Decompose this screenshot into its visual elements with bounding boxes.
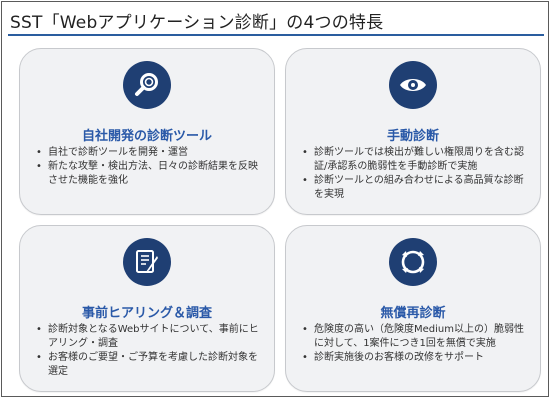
eye-icon xyxy=(389,61,437,109)
bullet-text: 新たな攻撃・検出方法、日々の診断結果を反映させた機能を強化 xyxy=(48,161,258,186)
feature-card-manual-testing: 手動診断 •診断ツールでは検出が難しい権限周りを含む認証/承認系の脆弱性を手動診… xyxy=(285,48,541,215)
refresh-cycle-icon xyxy=(389,238,437,286)
bullet-text: お客様のご要望・ご予算を考慮した診断対象を選定 xyxy=(48,352,258,377)
card-title: 手動診断 xyxy=(386,129,439,144)
card-title: 自社開発の診断ツール xyxy=(81,129,212,144)
bullet-text: 危険度の高い（危険度Medium以上の）脆弱性に対して、1案件につき1回を無償で… xyxy=(314,324,524,349)
page-title: SST「Webアプリケーション診断」の4つの特長 xyxy=(10,13,384,33)
title-underline xyxy=(8,34,544,36)
bullet-text: 診断実施後のお客様の改修をサポート xyxy=(314,352,484,363)
feature-card-free-retest: 無償再診断 •危険度の高い（危険度Medium以上の）脆弱性に対して、1案件につ… xyxy=(285,225,541,392)
list-item: •お客様のご要望・ご予算を考慮した診断対象を選定 xyxy=(36,352,258,377)
bullet-list: •診断対象となるWebサイトについて、事前にヒアリング・調査 •お客様のご要望・… xyxy=(34,323,264,379)
list-item: •診断ツールとの組み合わせによる高品質な診断を実現 xyxy=(302,175,524,200)
card-title: 無償再診断 xyxy=(380,306,446,321)
checklist-pen-icon xyxy=(123,238,171,286)
feature-card-in-house-tool: 自社開発の診断ツール •自社で診断ツールを開発・運営 •新たな攻撃・検出方法、日… xyxy=(19,48,275,215)
card-title: 事前ヒアリング＆調査 xyxy=(81,306,212,321)
list-item: •自社で診断ツールを開発・運営 xyxy=(36,147,188,158)
list-item: •診断ツールでは検出が難しい権限周りを含む認証/承認系の脆弱性を手動診断で実施 xyxy=(302,147,524,172)
bullet-list: •診断ツールでは検出が難しい権限周りを含む認証/承認系の脆弱性を手動診断で実施 … xyxy=(300,146,530,202)
bullet-text: 自社で診断ツールを開発・運営 xyxy=(48,147,188,158)
bullet-text: 診断ツールとの組み合わせによる高品質な診断を実現 xyxy=(314,175,524,200)
magnifier-icon xyxy=(123,61,171,109)
list-item: •診断対象となるWebサイトについて、事前にヒアリング・調査 xyxy=(36,324,259,349)
bullet-list: •自社で診断ツールを開発・運営 •新たな攻撃・検出方法、日々の診断結果を反映させ… xyxy=(34,146,264,188)
list-item: •新たな攻撃・検出方法、日々の診断結果を反映させた機能を強化 xyxy=(36,161,258,186)
list-item: •診断実施後のお客様の改修をサポート xyxy=(302,352,484,363)
list-item: •危険度の高い（危険度Medium以上の）脆弱性に対して、1案件につき1回を無償… xyxy=(302,324,524,349)
bullet-list: •危険度の高い（危険度Medium以上の）脆弱性に対して、1案件につき1回を無償… xyxy=(300,323,530,365)
bullet-text: 診断ツールでは検出が難しい権限周りを含む認証/承認系の脆弱性を手動診断で実施 xyxy=(314,147,524,172)
bullet-text: 診断対象となるWebサイトについて、事前にヒアリング・調査 xyxy=(48,324,259,349)
feature-card-hearing-research: 事前ヒアリング＆調査 •診断対象となるWebサイトについて、事前にヒアリング・調… xyxy=(19,225,275,392)
